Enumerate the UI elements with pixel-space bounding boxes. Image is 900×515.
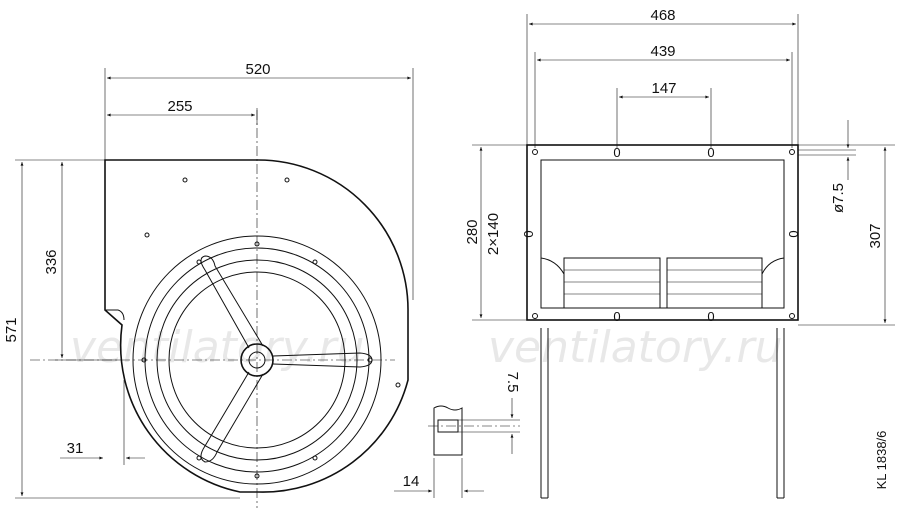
hole-marker-bottom-right: 0 (707, 309, 714, 324)
flange-detail (394, 398, 520, 498)
front-view: 520 255 336 571 31 (3, 61, 414, 508)
hole-marker-top-left: 0 (613, 145, 620, 160)
dim-147-label: 147 (651, 80, 676, 97)
dim-280-label: 280 (464, 219, 481, 244)
flange-holes (532, 149, 795, 319)
housing-outline (104, 159, 409, 493)
drawing-number: KL 1838/6 (874, 431, 889, 490)
impeller-visible (540, 257, 785, 309)
hole-marker-left: 0 (521, 230, 536, 237)
outlet-body-side (540, 328, 785, 499)
dim-571-label: 571 (3, 317, 20, 342)
dim-7-5-label: 7.5 (504, 372, 521, 393)
dim-468-label: 468 (650, 7, 675, 24)
hole-marker-right: 0 (786, 230, 801, 237)
dim-336-label: 336 (43, 249, 60, 274)
dim-255-label: 255 (167, 98, 192, 115)
hole-marker-top-right: 0 (707, 145, 714, 160)
watermark-left: ventilatory.ru (70, 322, 365, 373)
hole-marker-bottom-left: 0 (613, 309, 620, 324)
front-mounting-holes (144, 177, 401, 388)
dim-31-label: 31 (67, 440, 84, 457)
dim-hole-diameter-label: ø7.5 (830, 183, 847, 213)
dim-520-label: 520 (245, 61, 270, 78)
outlet-view: 0 0 0 0 0 0 468 439 147 280 2×140 307 (394, 7, 895, 499)
dim-439-label: 439 (650, 43, 675, 60)
watermark-right: ventilatory.ru (488, 322, 783, 373)
dim-14-label: 14 (403, 473, 420, 490)
housing-tab (105, 309, 125, 321)
dim-307-label: 307 (867, 223, 884, 248)
dim-2x140-label: 2×140 (485, 213, 502, 255)
outlet-opening (540, 159, 785, 309)
